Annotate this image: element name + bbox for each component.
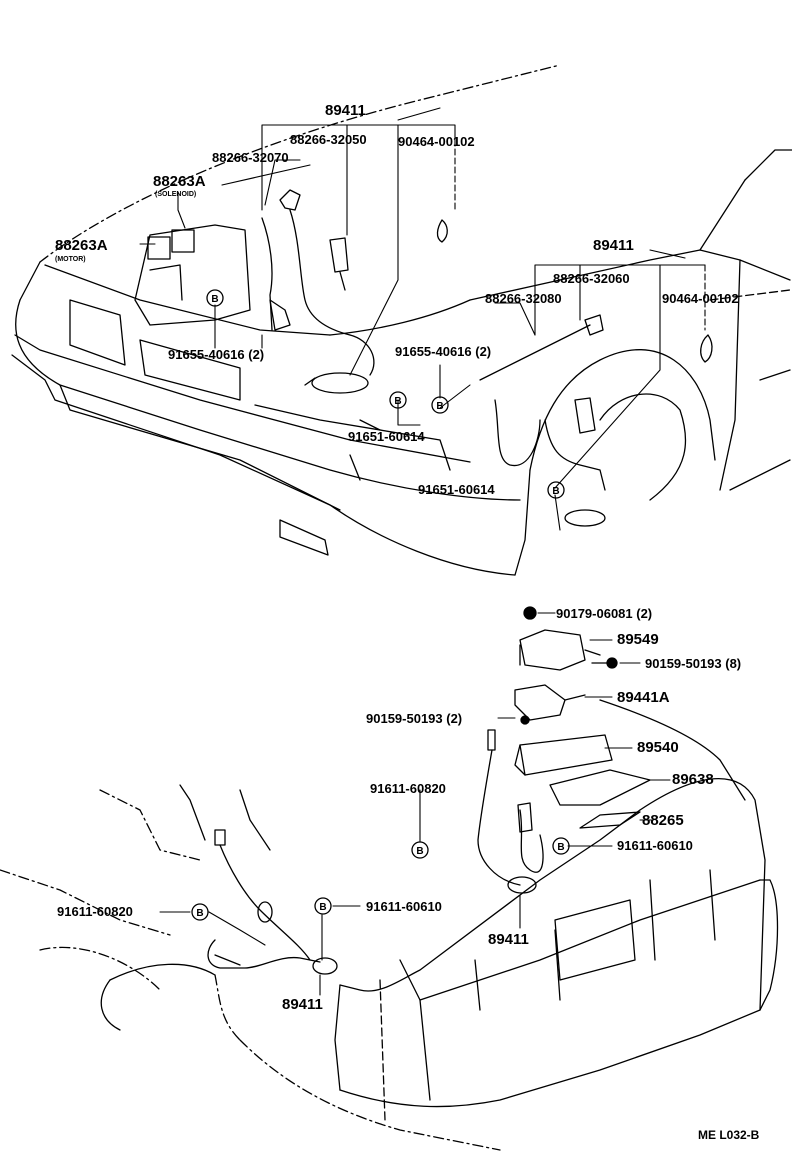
b-marker [552, 837, 570, 855]
label-solenoid-note: (SOLENOID) [155, 191, 197, 198]
b-marker-letter: B [552, 486, 559, 497]
label-91611-60610-right: 91611-60610 [617, 838, 693, 853]
b-marker-letter: B [416, 846, 423, 857]
b-markers [191, 289, 570, 921]
label-91651-60614-2: 91651-60614 [418, 482, 495, 497]
b-marker [389, 391, 407, 409]
b-marker [191, 903, 209, 921]
label-rear-left-89411: 89411 [282, 996, 323, 1013]
label-90159-50193-2: 90159-50193 (2) [366, 711, 463, 726]
drawing-code: ME L032-B [698, 1128, 760, 1142]
label-89549: 89549 [617, 631, 659, 648]
label-90464-00102-left: 90464-00102 [398, 134, 475, 149]
label-front-89411: 89411 [325, 102, 366, 119]
rear-parts [207, 606, 651, 975]
b-marker-letter: B [394, 396, 401, 407]
label-89441a: 89441A [617, 689, 670, 706]
label-91611-60820-left: 91611-60820 [57, 904, 133, 919]
label-88265: 88265 [642, 812, 684, 829]
label-front-right-89411: 89411 [593, 237, 634, 254]
b-marker-letters: B B B B B B B B [196, 294, 564, 919]
b-marker [431, 396, 449, 414]
label-90159-50193-8: 90159-50193 (8) [645, 656, 742, 671]
label-88266-32080: 88266-32080 [485, 291, 562, 306]
b-marker-letter: B [436, 401, 443, 412]
rear-leaders [159, 612, 671, 996]
label-88263a-motor: 88263A [55, 237, 108, 254]
front-parts [134, 189, 713, 527]
b-marker [411, 841, 429, 859]
label-88263a-solenoid: 88263A [153, 173, 206, 190]
label-88266-32070: 88266-32070 [212, 150, 289, 165]
label-91655-40616-left: 91655-40616 (2) [168, 347, 265, 362]
label-89638: 89638 [672, 771, 714, 788]
label-90464-00102-right: 90464-00102 [662, 291, 739, 306]
front-car-body [11, 64, 792, 576]
label-91611-60610-left: 91611-60610 [366, 899, 442, 914]
front-leaders [139, 107, 706, 531]
label-91611-60820-upper: 91611-60820 [370, 781, 446, 796]
rear-car-body [0, 699, 779, 1151]
label-91651-60614: 91651-60614 [348, 429, 425, 444]
label-91655-40616-right: 91655-40616 (2) [395, 344, 492, 359]
b-marker-letter: B [211, 294, 218, 305]
b-marker [314, 897, 332, 915]
label-motor-note: (MOTOR) [55, 256, 86, 263]
b-marker [206, 289, 224, 307]
label-89540: 89540 [637, 739, 679, 756]
b-marker [547, 481, 565, 499]
b-marker-letter: B [319, 902, 326, 913]
label-88266-32060: 88266-32060 [553, 271, 630, 286]
label-rear-right-89411: 89411 [488, 931, 529, 948]
b-marker-letter: B [557, 842, 564, 853]
label-88266-32050: 88266-32050 [290, 132, 367, 147]
b-marker-letter: B [196, 908, 203, 919]
label-90179-06081: 90179-06081 (2) [556, 606, 653, 621]
